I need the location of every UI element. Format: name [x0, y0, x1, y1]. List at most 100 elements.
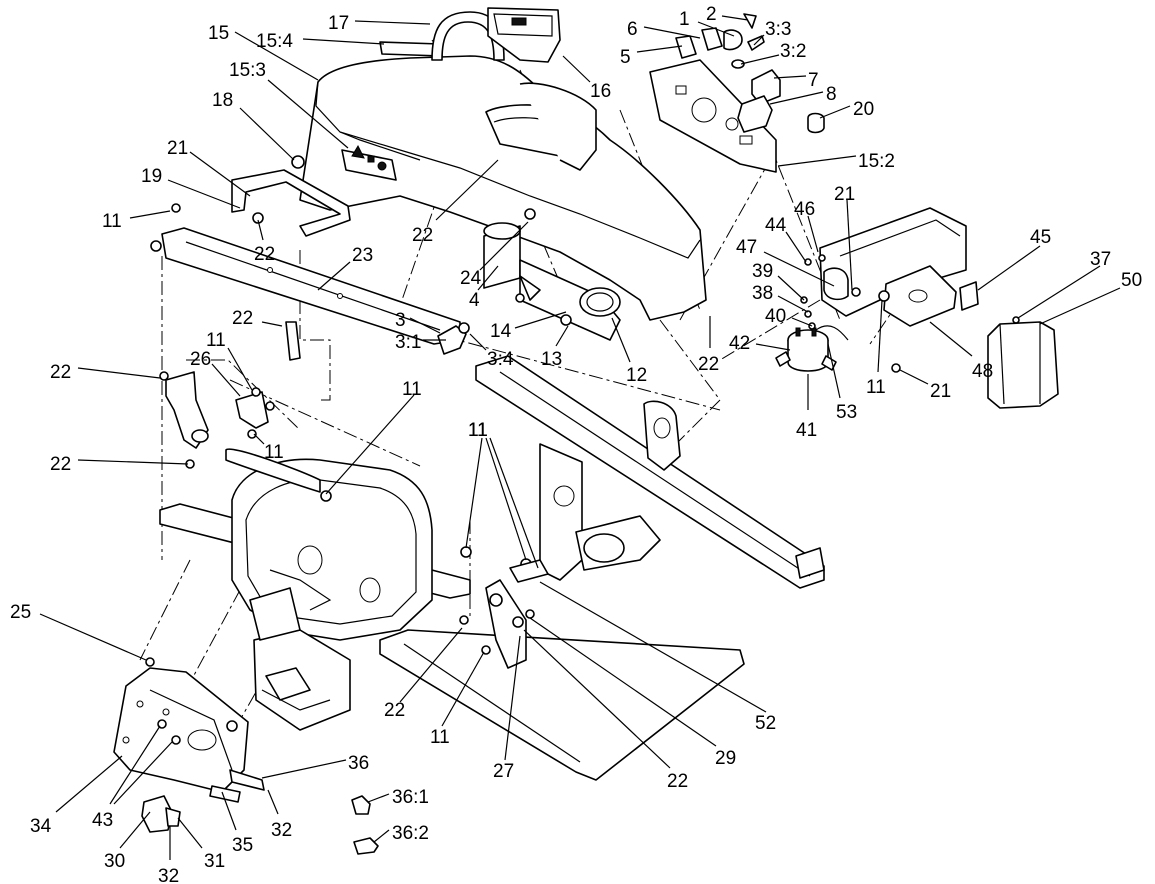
leader-line-c38	[777, 295, 809, 313]
plate-47	[823, 267, 849, 301]
callout-label-c18: 18	[212, 90, 233, 111]
bolt-22	[252, 212, 264, 224]
callout-label-c22e: 22	[50, 362, 71, 383]
leader-line-c6	[643, 26, 701, 39]
callout-label-c22c: 22	[698, 354, 719, 375]
callout-label-c11h: 11	[866, 377, 886, 398]
leader-line-c22a	[257, 219, 264, 241]
leader-line-c14	[514, 311, 567, 329]
callout-label-c31: 31	[204, 851, 225, 872]
leader-line-c22d	[261, 321, 283, 327]
leader-line-c43b	[113, 741, 173, 805]
callout-label-c24: 24	[460, 268, 482, 289]
callout-label-c32a: 32	[271, 820, 292, 841]
callout-label-c11e: 11	[468, 420, 488, 441]
callout-label-c12: 12	[626, 365, 647, 386]
callout-label-c36_2: 36:2	[392, 823, 429, 844]
callout-label-c22f: 22	[50, 454, 71, 475]
switch-5	[675, 35, 697, 59]
callout-label-c46: 46	[794, 199, 815, 220]
cover-50	[987, 321, 1059, 409]
callout-label-c15_3: 15:3	[229, 60, 266, 81]
screw-25	[145, 657, 155, 667]
steering-tube-assembly	[483, 208, 621, 341]
leader-line-c48	[929, 321, 973, 357]
callout-label-c11f: 11	[468, 420, 488, 441]
leader-line-c11e	[465, 437, 483, 549]
callout-label-c36: 36	[348, 753, 369, 774]
callout-label-c20: 20	[853, 99, 874, 120]
leader-line-c23	[317, 261, 351, 291]
fuse-36-1	[351, 795, 371, 815]
callout-label-c22g: 22	[384, 700, 405, 721]
leader-line-c35	[221, 791, 237, 831]
leader-line-c11d	[325, 394, 415, 495]
leader-line-c11c	[253, 433, 265, 445]
leader-line-c36_1	[367, 793, 390, 803]
key-2	[743, 13, 757, 29]
leader-line-c4	[477, 265, 499, 291]
callout-label-c42: 42	[729, 333, 750, 354]
callout-label-c21c: 21	[930, 381, 951, 402]
callout-label-c40: 40	[765, 306, 786, 327]
leader-line-c22b	[435, 159, 499, 221]
callout-label-c2: 2	[706, 4, 717, 25]
leader-line-c7	[773, 75, 807, 79]
callout-label-c45: 45	[1030, 227, 1051, 248]
switch-30	[141, 795, 181, 833]
leader-line-c40	[791, 317, 813, 327]
callout-label-c53: 53	[836, 402, 857, 423]
bracket-26	[159, 371, 275, 469]
callout-label-c11a: 11	[102, 211, 122, 232]
callout-label-c50: 50	[1121, 270, 1142, 291]
callout-label-c3_3: 3:3	[765, 19, 791, 40]
callout-label-c37: 37	[1090, 249, 1111, 270]
callout-label-c22a: 22	[254, 244, 275, 265]
switch-3	[437, 322, 470, 355]
switch-8	[737, 95, 773, 133]
callout-label-c22d: 22	[232, 308, 253, 329]
callout-label-c17: 17	[328, 13, 349, 34]
leader-line-c44	[785, 231, 807, 263]
leader-line-c11f	[485, 437, 527, 561]
bolt-11	[171, 203, 181, 213]
leader-line-c43	[109, 725, 161, 805]
leader-line-c50	[1039, 287, 1121, 325]
bolt-24	[524, 208, 536, 220]
nut-11	[150, 240, 162, 252]
leader-line-c5	[636, 45, 683, 53]
leader-line-c11g	[489, 437, 539, 569]
panel-34	[113, 657, 249, 793]
callout-label-c16: 16	[590, 81, 611, 102]
callout-label-c25: 25	[10, 602, 31, 623]
leader-line-c17	[354, 20, 431, 25]
leader-line-c11a	[129, 210, 171, 219]
main-frame	[159, 355, 825, 781]
leader-line-c22g	[399, 627, 463, 703]
leader-line-c22e	[77, 367, 161, 379]
callout-label-c30: 30	[104, 851, 125, 872]
callout-label-c11b: 11	[206, 330, 226, 351]
decal-15-3	[341, 149, 397, 181]
leader-line-c12	[611, 317, 631, 363]
leader-lines	[39, 15, 1121, 860]
callout-label-c8: 8	[826, 84, 837, 105]
leader-line-c31	[177, 817, 203, 849]
leader-line-c2	[721, 15, 749, 21]
callout-label-c1: 1	[679, 9, 690, 30]
leader-line-c15_2	[777, 155, 857, 167]
callout-label-c43: 43	[92, 810, 113, 831]
leader-line-c11b	[227, 347, 253, 391]
callout-label-c14: 14	[490, 321, 512, 342]
callout-label-c39: 39	[752, 261, 773, 282]
leader-line-c30	[119, 811, 151, 849]
handle-17	[431, 11, 505, 61]
leader-line-c47	[763, 251, 835, 287]
frame-hardware	[320, 490, 549, 655]
callout-label-c11c: 11	[264, 442, 284, 463]
leader-line-c15_4	[302, 38, 385, 45]
callout-label-c11i: 11	[430, 727, 450, 748]
leader-line-c3_3	[753, 34, 765, 46]
